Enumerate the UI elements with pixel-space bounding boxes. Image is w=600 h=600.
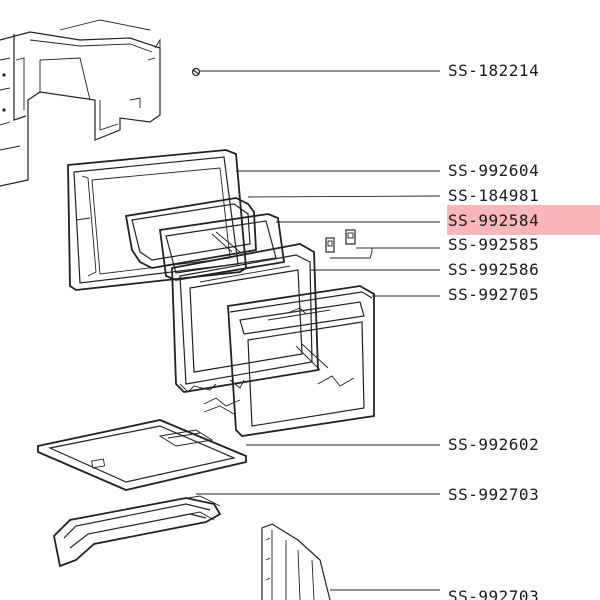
label-ss-992703-cut: SS-992703 bbox=[448, 587, 539, 600]
front-door-panel bbox=[203, 285, 440, 437]
door-clips bbox=[325, 229, 440, 259]
label-ss-992705: SS-992705 bbox=[448, 285, 539, 304]
label-ss-992584: SS-992584 bbox=[448, 211, 539, 230]
selected-part-highlight bbox=[447, 205, 600, 235]
crumb-tray bbox=[37, 419, 440, 491]
label-ss-992585: SS-992585 bbox=[448, 235, 539, 254]
screw-part bbox=[191, 67, 440, 77]
bottom-bracket bbox=[261, 523, 440, 600]
door-seal bbox=[124, 195, 441, 269]
label-ss-184981: SS-184981 bbox=[448, 186, 539, 205]
label-ss-992703: SS-992703 bbox=[448, 485, 539, 504]
label-ss-182214: SS-182214 bbox=[448, 61, 539, 80]
oven-body bbox=[0, 19, 161, 187]
inner-door-frame bbox=[171, 243, 440, 393]
door-glass bbox=[158, 213, 440, 281]
label-ss-992586: SS-992586 bbox=[448, 260, 539, 279]
label-ss-992602: SS-992602 bbox=[448, 435, 539, 454]
part-labels: SS-182214 SS-992604 SS-184981 SS-992584 … bbox=[448, 61, 539, 600]
heating-element bbox=[53, 493, 440, 568]
label-ss-992604: SS-992604 bbox=[448, 161, 539, 180]
